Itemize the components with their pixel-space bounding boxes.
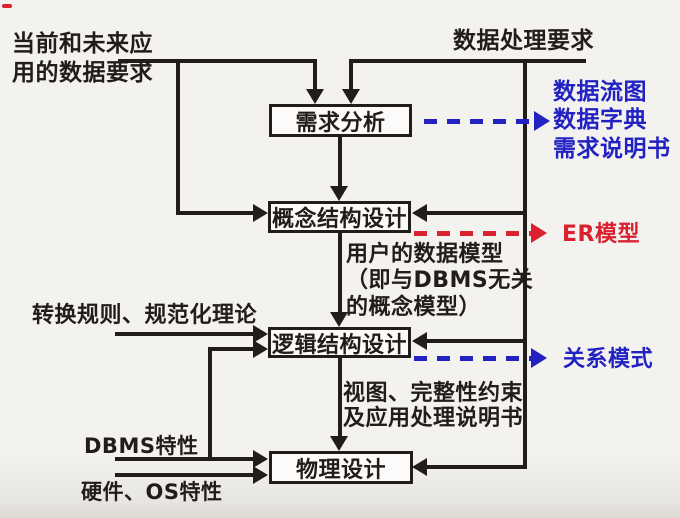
edge-requirements-to-conceptual: [338, 137, 342, 188]
arrowhead-dbms-into-physical: [253, 450, 268, 468]
edge-conceptual-to-logical: [338, 233, 342, 314]
arrowhead-physical-top: [330, 436, 348, 451]
input-label-conversion-rules-normalization: 转换规则、规范化理论: [32, 303, 258, 328]
dashed-edge-requirements-deliverables: [424, 119, 534, 124]
red-artifact-mark: [2, 4, 12, 8]
dashed-edge-relational-schema: [414, 356, 531, 361]
source-label-data-processing-requirements: 数据处理要求: [453, 28, 594, 54]
deliverable-label-relational-schema: 关系模式: [563, 347, 654, 372]
edge-right-branch-physical: [427, 465, 525, 469]
edge-left-source-bypass-vertical: [176, 59, 180, 215]
edge-right-source-long-vertical: [523, 59, 527, 469]
input-label-dbms-characteristics: DBMS特性: [84, 434, 199, 458]
arrowhead-rules-into-logical: [253, 325, 268, 343]
edge-right-branch-logical: [427, 339, 525, 343]
arrowhead-into-requirements-right: [342, 89, 360, 104]
edge-rules-into-logical: [115, 332, 255, 336]
input-label-hardware-os-characteristics: 硬件、OS特性: [81, 480, 223, 504]
stage-box-conceptual-design: 概念结构设计: [268, 201, 411, 233]
note-views-integrity-constraints: 视图、完整性约束 及应用处理说明书: [343, 381, 524, 432]
edge-right-source-drop: [349, 59, 353, 90]
edge-dbms-branch-into-logical: [208, 347, 255, 351]
arrowhead-er-model: [531, 223, 547, 243]
stage-box-physical-design: 物理设计: [269, 451, 413, 484]
edge-dbms-branch-vertical: [208, 349, 212, 459]
arrowhead-relational-schema: [531, 348, 547, 368]
arrowhead-dbms-into-logical: [253, 340, 268, 358]
source-label-current-future-data-requirements: 当前和未来应 用的数据要求: [12, 31, 153, 86]
edge-logical-to-physical: [338, 358, 342, 438]
arrowhead-hardware-into-physical: [253, 466, 268, 484]
edge-left-source-drop: [313, 59, 317, 90]
edge-right-branch-conceptual: [427, 211, 525, 215]
arrowhead-into-conceptual-left: [253, 204, 268, 222]
arrowhead-conceptual-top: [330, 186, 348, 201]
arrowhead-into-requirements-left: [306, 89, 324, 104]
note-user-data-model: 用户的数据模型 （即与DBMS无关 的概念模型）: [346, 242, 534, 320]
arrowhead-into-conceptual-right: [412, 204, 427, 222]
edge-left-source-bypass-horizontal: [176, 211, 254, 215]
deliverable-label-er-model: ER模型: [562, 222, 640, 247]
stage-box-requirements-analysis: 需求分析: [269, 104, 412, 137]
arrowhead-into-logical-right: [412, 332, 427, 350]
edge-left-source-horizontal: [118, 59, 317, 63]
dashed-edge-er-model: [414, 231, 531, 236]
arrowhead-logical-top: [330, 312, 348, 327]
edge-hardware-into-physical: [115, 473, 255, 477]
stage-box-logical-design: 逻辑结构设计: [268, 327, 411, 358]
edge-dbms-into-physical: [115, 457, 255, 461]
arrowhead-into-physical-right: [412, 458, 427, 476]
edge-right-source-horizontal: [351, 59, 586, 63]
deliverable-label-dataflow-dictionary-spec: 数据流图 数据字典 需求说明书: [553, 79, 671, 162]
arrowhead-requirements-deliverables: [534, 111, 550, 131]
